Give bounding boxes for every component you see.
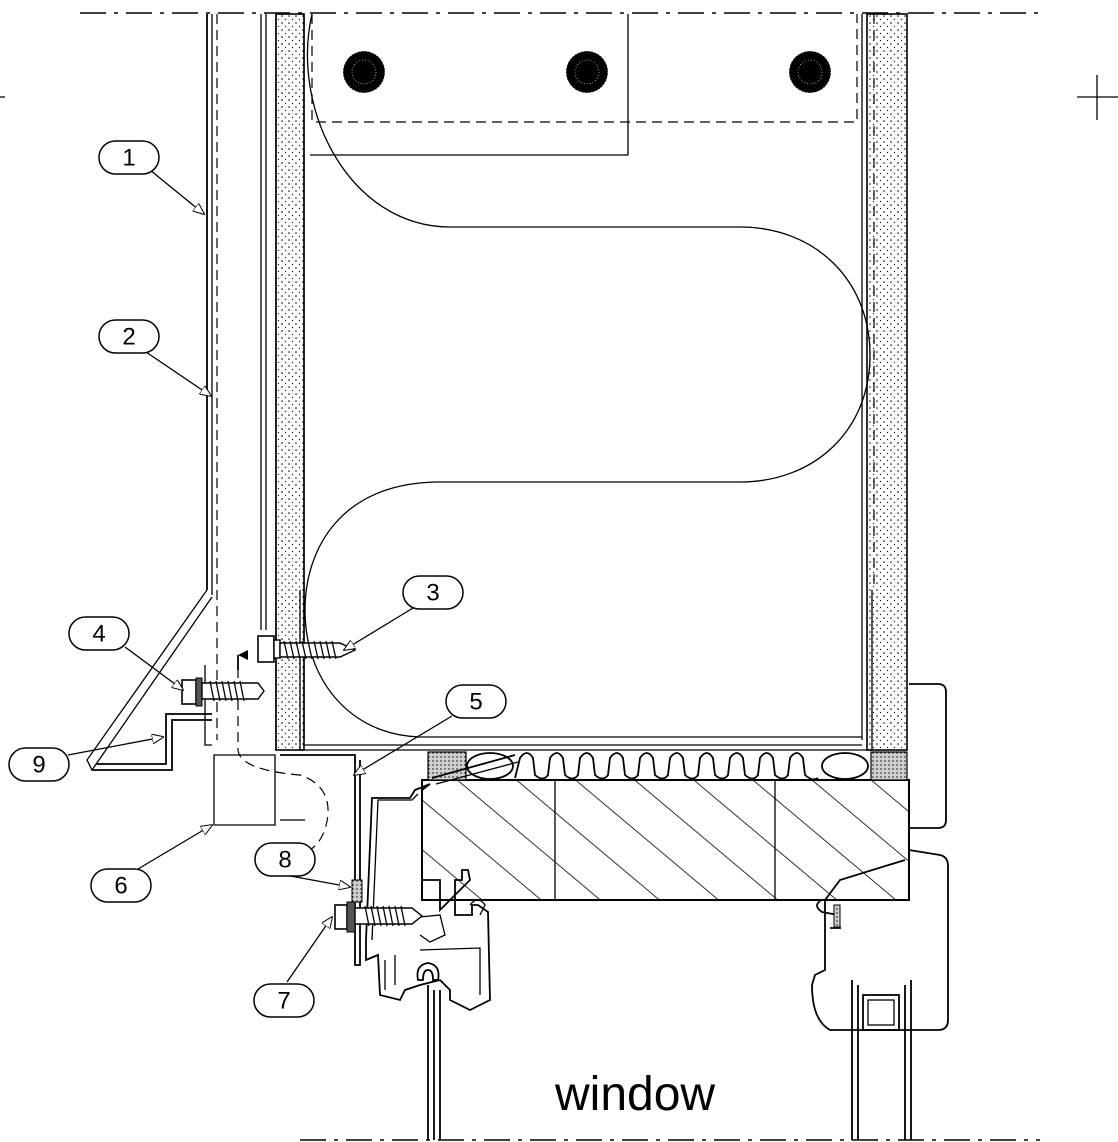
svg-text:9: 9 (32, 752, 45, 779)
drainage-flow-path (237, 668, 329, 851)
window-sash-left (427, 985, 441, 1140)
callout-9: 9 (8, 747, 70, 782)
svg-text:3: 3 (426, 580, 439, 607)
bolt-7 (334, 901, 424, 933)
callout-4: 4 (68, 616, 130, 651)
svg-text:4: 4 (92, 621, 105, 648)
window-frame (421, 683, 949, 1140)
rivet-right (788, 50, 832, 94)
callout-6: 6 (90, 868, 152, 903)
svg-text:2: 2 (122, 324, 135, 351)
reference-crosshair (1077, 75, 1118, 120)
callout-leaders (67, 169, 453, 983)
callout-3: 3 (402, 575, 464, 610)
callout-2: 2 (98, 319, 160, 354)
sealant-pad-8 (351, 879, 363, 903)
window-label: window (554, 1068, 715, 1121)
mounting-clip (92, 713, 212, 771)
svg-text:6: 6 (114, 873, 127, 900)
panel-cavity (303, 13, 871, 746)
callout-5: 5 (445, 684, 507, 719)
callout-8: 8 (254, 842, 316, 877)
aluminium-profile (365, 783, 491, 1012)
bolt-4 (181, 677, 265, 707)
heating-pipe-loop (304, 13, 871, 738)
self-drilling-screw-3 (257, 635, 357, 663)
callout-7: 7 (253, 983, 315, 1018)
svg-text:8: 8 (278, 847, 291, 874)
callout-1: 1 (98, 140, 160, 175)
inner-liner-channel (299, 590, 873, 751)
exterior-cladding (86, 14, 267, 772)
rivet-center (565, 50, 609, 94)
rivet-left (342, 50, 386, 94)
svg-text:7: 7 (277, 988, 290, 1015)
inner-insulation (866, 13, 908, 751)
bellows-gasket (427, 751, 908, 785)
svg-text:1: 1 (122, 145, 135, 172)
svg-text:5: 5 (469, 689, 482, 716)
